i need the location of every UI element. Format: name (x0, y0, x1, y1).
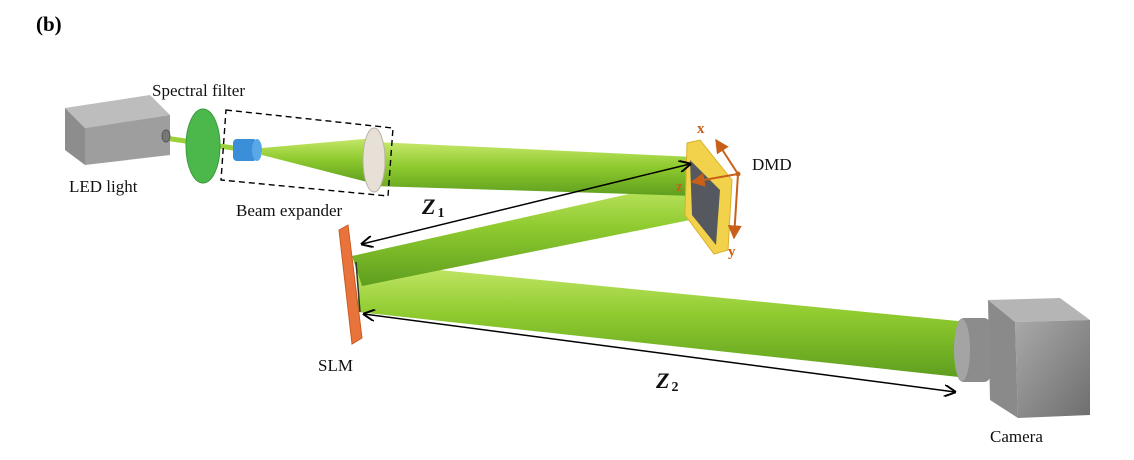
beam-expander-to-dmd (375, 142, 695, 196)
expanding-cone (262, 138, 375, 184)
objective-lens (233, 139, 262, 161)
beam-slm-to-camera (358, 262, 968, 378)
slm-label: SLM (318, 356, 353, 375)
axis-y-label: y (728, 244, 736, 260)
z1-arrow (362, 164, 690, 244)
led-light-source (65, 95, 171, 165)
beam-expander-label: Beam expander (236, 201, 343, 220)
camera-device (954, 298, 1090, 418)
collimating-lens (362, 127, 386, 193)
spectral-filter-label: Spectral filter (152, 81, 245, 100)
led-light-label: LED light (69, 177, 138, 196)
dmd-label: DMD (752, 155, 792, 174)
z2-arrow (364, 314, 955, 392)
axis-x-label: x (697, 121, 705, 137)
axis-z-label: z (676, 179, 683, 195)
beam-expander-box (220, 109, 394, 197)
dmd-device (684, 139, 733, 255)
panel-label: (b) (36, 12, 62, 36)
dmd-coordinate-axes: x z y (676, 121, 742, 260)
spectral-filter (185, 108, 221, 184)
slm-surface (355, 261, 361, 313)
slm-device (338, 224, 363, 345)
camera-label: Camera (990, 427, 1043, 446)
